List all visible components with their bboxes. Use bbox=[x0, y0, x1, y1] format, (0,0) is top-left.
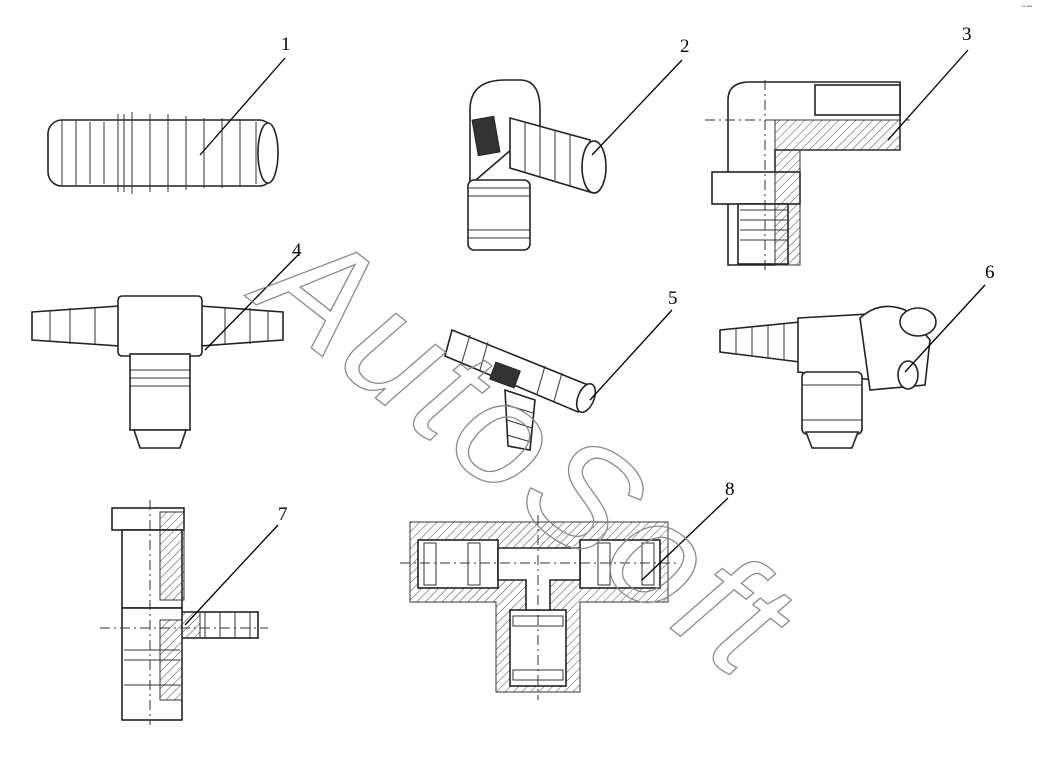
callout-1: 1 bbox=[281, 34, 291, 55]
callout-8: 8 bbox=[725, 479, 735, 500]
leader-line-3 bbox=[887, 49, 969, 141]
callout-3: 3 bbox=[962, 24, 972, 45]
callout-2: 2 bbox=[680, 36, 690, 57]
part-2-elbow bbox=[467, 79, 607, 251]
callout-6: 6 bbox=[985, 262, 995, 283]
part-8-tee-section-large bbox=[400, 515, 680, 700]
leader-line-5 bbox=[589, 309, 673, 401]
leader-line-1 bbox=[199, 57, 286, 156]
callout-5: 5 bbox=[668, 288, 678, 309]
leader-line-8 bbox=[641, 497, 729, 581]
part-3-threaded-elbow-section bbox=[705, 80, 910, 270]
leader-lines bbox=[184, 49, 986, 626]
part-7-tee-section bbox=[100, 500, 268, 725]
leader-line-6 bbox=[904, 284, 986, 373]
part-1-straight-connector bbox=[47, 112, 279, 194]
leader-line-7 bbox=[184, 524, 279, 626]
corner-mark: •• ••• bbox=[1022, 4, 1032, 10]
callout-4: 4 bbox=[292, 240, 302, 261]
part-4-tee bbox=[31, 295, 284, 449]
callout-labels: 1 2 3 4 5 6 7 8 bbox=[278, 24, 995, 525]
callout-7: 7 bbox=[278, 504, 288, 525]
leader-line-4 bbox=[204, 254, 299, 351]
part-6-tee-elbow bbox=[719, 305, 937, 449]
part-5-tee-perspective bbox=[444, 328, 597, 451]
leader-line-2 bbox=[591, 59, 683, 156]
